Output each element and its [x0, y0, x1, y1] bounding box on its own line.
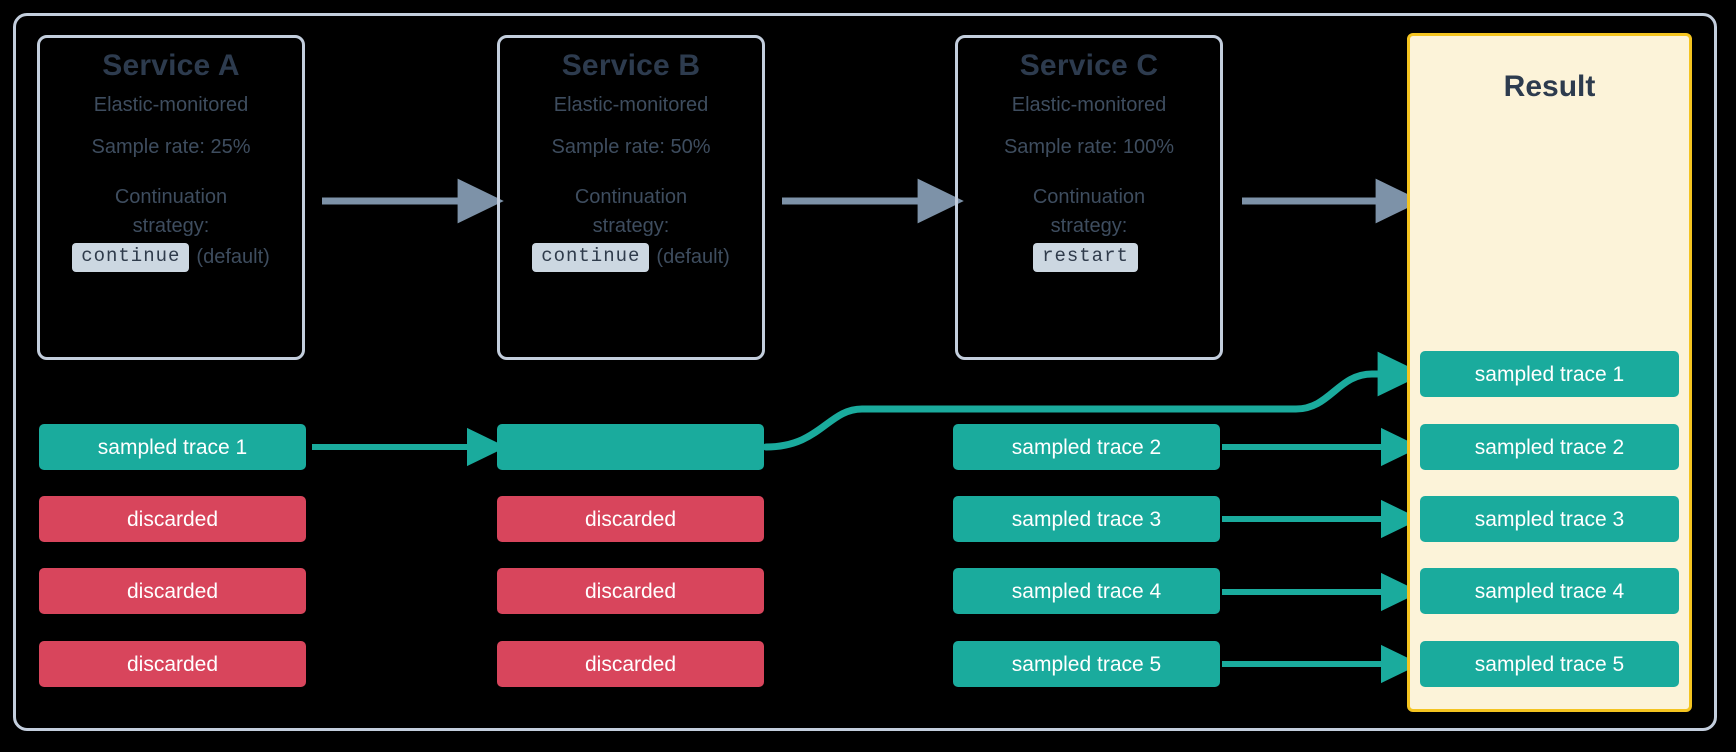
service-b-title: Service B — [561, 49, 701, 82]
trace-pill-b-1[interactable] — [497, 424, 764, 470]
service-a-strategy-line2: strategy: — [132, 215, 210, 237]
result-trace-pill-3-label: sampled trace 3 — [1474, 507, 1625, 531]
trace-pill-a-1-label: sampled trace 1 — [97, 435, 248, 459]
trace-pill-c-1[interactable]: sampled trace 2 — [953, 424, 1220, 470]
service-c-strategy-value-row: restart — [958, 243, 1220, 272]
service-b-subtitle: Elastic-monitored — [553, 94, 709, 116]
service-b-strategy-line2: strategy: — [592, 215, 670, 237]
service-a-strategy-note: (default) — [196, 246, 270, 268]
service-b-strategy-note: (default) — [656, 246, 730, 268]
service-a-title: Service A — [102, 49, 240, 82]
service-b-strategy: Continuation strategy: continue (default… — [500, 183, 762, 272]
trace-pill-a-4-label: discarded — [126, 652, 219, 676]
service-b-sample-rate: Sample rate: 50% — [551, 136, 711, 158]
service-c-title: Service C — [1019, 49, 1159, 82]
result-trace-pill-4[interactable]: sampled trace 4 — [1420, 568, 1679, 614]
curve-b1-to-result1 — [762, 351, 1424, 451]
trace-pill-c-3[interactable]: sampled trace 4 — [953, 568, 1220, 614]
trace-pill-a-1[interactable]: sampled trace 1 — [39, 424, 306, 470]
trace-pill-b-4-label: discarded — [584, 652, 677, 676]
result-trace-pill-4-label: sampled trace 4 — [1474, 579, 1625, 603]
trace-pill-a-3-label: discarded — [126, 579, 219, 603]
trace-flow-arrows — [312, 351, 1424, 684]
service-c-subtitle: Elastic-monitored — [1011, 94, 1167, 116]
service-box-b: Service B Elastic-monitored Sample rate:… — [497, 35, 765, 360]
trace-pill-c-1-label: sampled trace 2 — [1011, 435, 1162, 459]
trace-pill-c-2[interactable]: sampled trace 3 — [953, 496, 1220, 542]
result-trace-pill-5[interactable]: sampled trace 5 — [1420, 641, 1679, 687]
trace-pill-c-2-label: sampled trace 3 — [1011, 507, 1162, 531]
result-trace-pill-2-label: sampled trace 2 — [1474, 435, 1625, 459]
result-trace-pill-2[interactable]: sampled trace 2 — [1420, 424, 1679, 470]
service-a-strategy-code: continue — [72, 243, 190, 272]
service-a-strategy: Continuation strategy: continue (default… — [40, 183, 302, 272]
service-box-c: Service C Elastic-monitored Sample rate:… — [955, 35, 1223, 360]
service-b-strategy-code: continue — [532, 243, 650, 272]
service-box-a: Service A Elastic-monitored Sample rate:… — [37, 35, 305, 360]
service-c-strategy-line1: Continuation — [1032, 186, 1146, 208]
service-c-sample-rate: Sample rate: 100% — [1003, 136, 1175, 158]
result-title: Result — [1503, 70, 1596, 103]
trace-pill-c-4-label: sampled trace 5 — [1011, 652, 1162, 676]
trace-pill-a-2-label: discarded — [126, 507, 219, 531]
trace-pill-a-2[interactable]: discarded — [39, 496, 306, 542]
service-c-strategy-code: restart — [1033, 243, 1138, 272]
trace-pill-c-4[interactable]: sampled trace 5 — [953, 641, 1220, 687]
service-a-strategy-line1: Continuation — [114, 186, 228, 208]
service-c-strategy: Continuation strategy: restart — [958, 183, 1220, 272]
service-b-strategy-line1: Continuation — [574, 186, 688, 208]
trace-pill-b-2[interactable]: discarded — [497, 496, 764, 542]
trace-pill-a-4[interactable]: discarded — [39, 641, 306, 687]
result-trace-pill-1-label: sampled trace 1 — [1474, 362, 1625, 386]
service-b-strategy-value-row: continue (default) — [500, 243, 762, 272]
service-a-sample-rate: Sample rate: 25% — [91, 136, 251, 158]
trace-pill-b-4[interactable]: discarded — [497, 641, 764, 687]
service-a-strategy-value-row: continue (default) — [40, 243, 302, 272]
trace-pill-b-3[interactable]: discarded — [497, 568, 764, 614]
trace-pill-a-3[interactable]: discarded — [39, 568, 306, 614]
result-trace-pill-3[interactable]: sampled trace 3 — [1420, 496, 1679, 542]
result-trace-pill-5-label: sampled trace 5 — [1474, 652, 1625, 676]
service-c-strategy-line2: strategy: — [1050, 215, 1128, 237]
trace-pill-b-2-label: discarded — [584, 507, 677, 531]
result-trace-pill-1[interactable]: sampled trace 1 — [1420, 351, 1679, 397]
trace-pill-b-3-label: discarded — [584, 579, 677, 603]
trace-pill-c-3-label: sampled trace 4 — [1011, 579, 1162, 603]
service-a-subtitle: Elastic-monitored — [93, 94, 249, 116]
